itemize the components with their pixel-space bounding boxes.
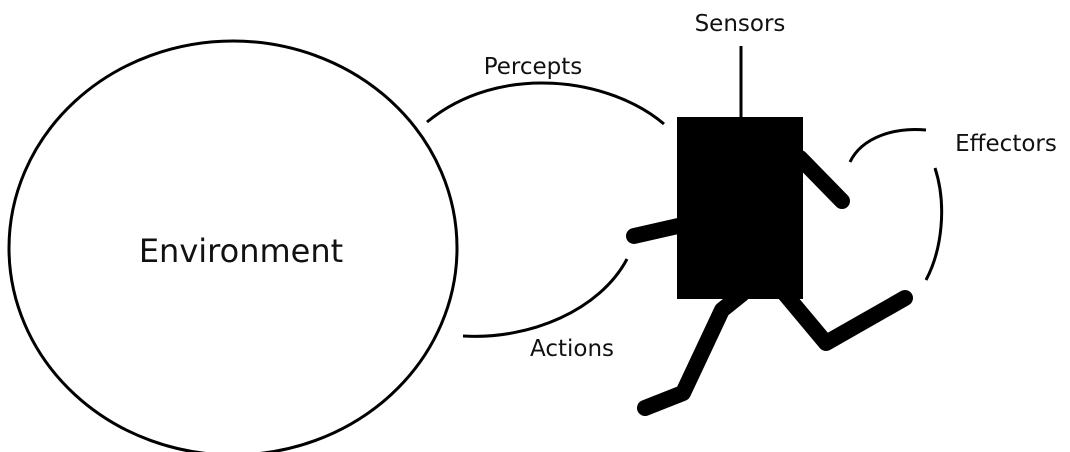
agent-figure	[626, 117, 913, 416]
environment-label: Environment	[139, 232, 343, 270]
actions-arc	[462, 258, 629, 338]
percepts-arc	[426, 81, 665, 126]
effectors-label: Effectors	[955, 131, 1057, 157]
actions-label: Actions	[530, 336, 614, 362]
effectors-arc-upper	[848, 127, 927, 163]
percepts-label: Percepts	[484, 54, 583, 80]
sensors-label: Sensors	[695, 11, 786, 37]
environment-circle	[7, 39, 459, 452]
agent-right-leg	[777, 286, 913, 351]
agent-left-arm	[626, 218, 686, 244]
agent-body	[677, 117, 803, 299]
effectors-arc-lower	[924, 167, 944, 281]
agent-left-leg	[637, 286, 750, 416]
agent-right-arm	[792, 150, 850, 209]
